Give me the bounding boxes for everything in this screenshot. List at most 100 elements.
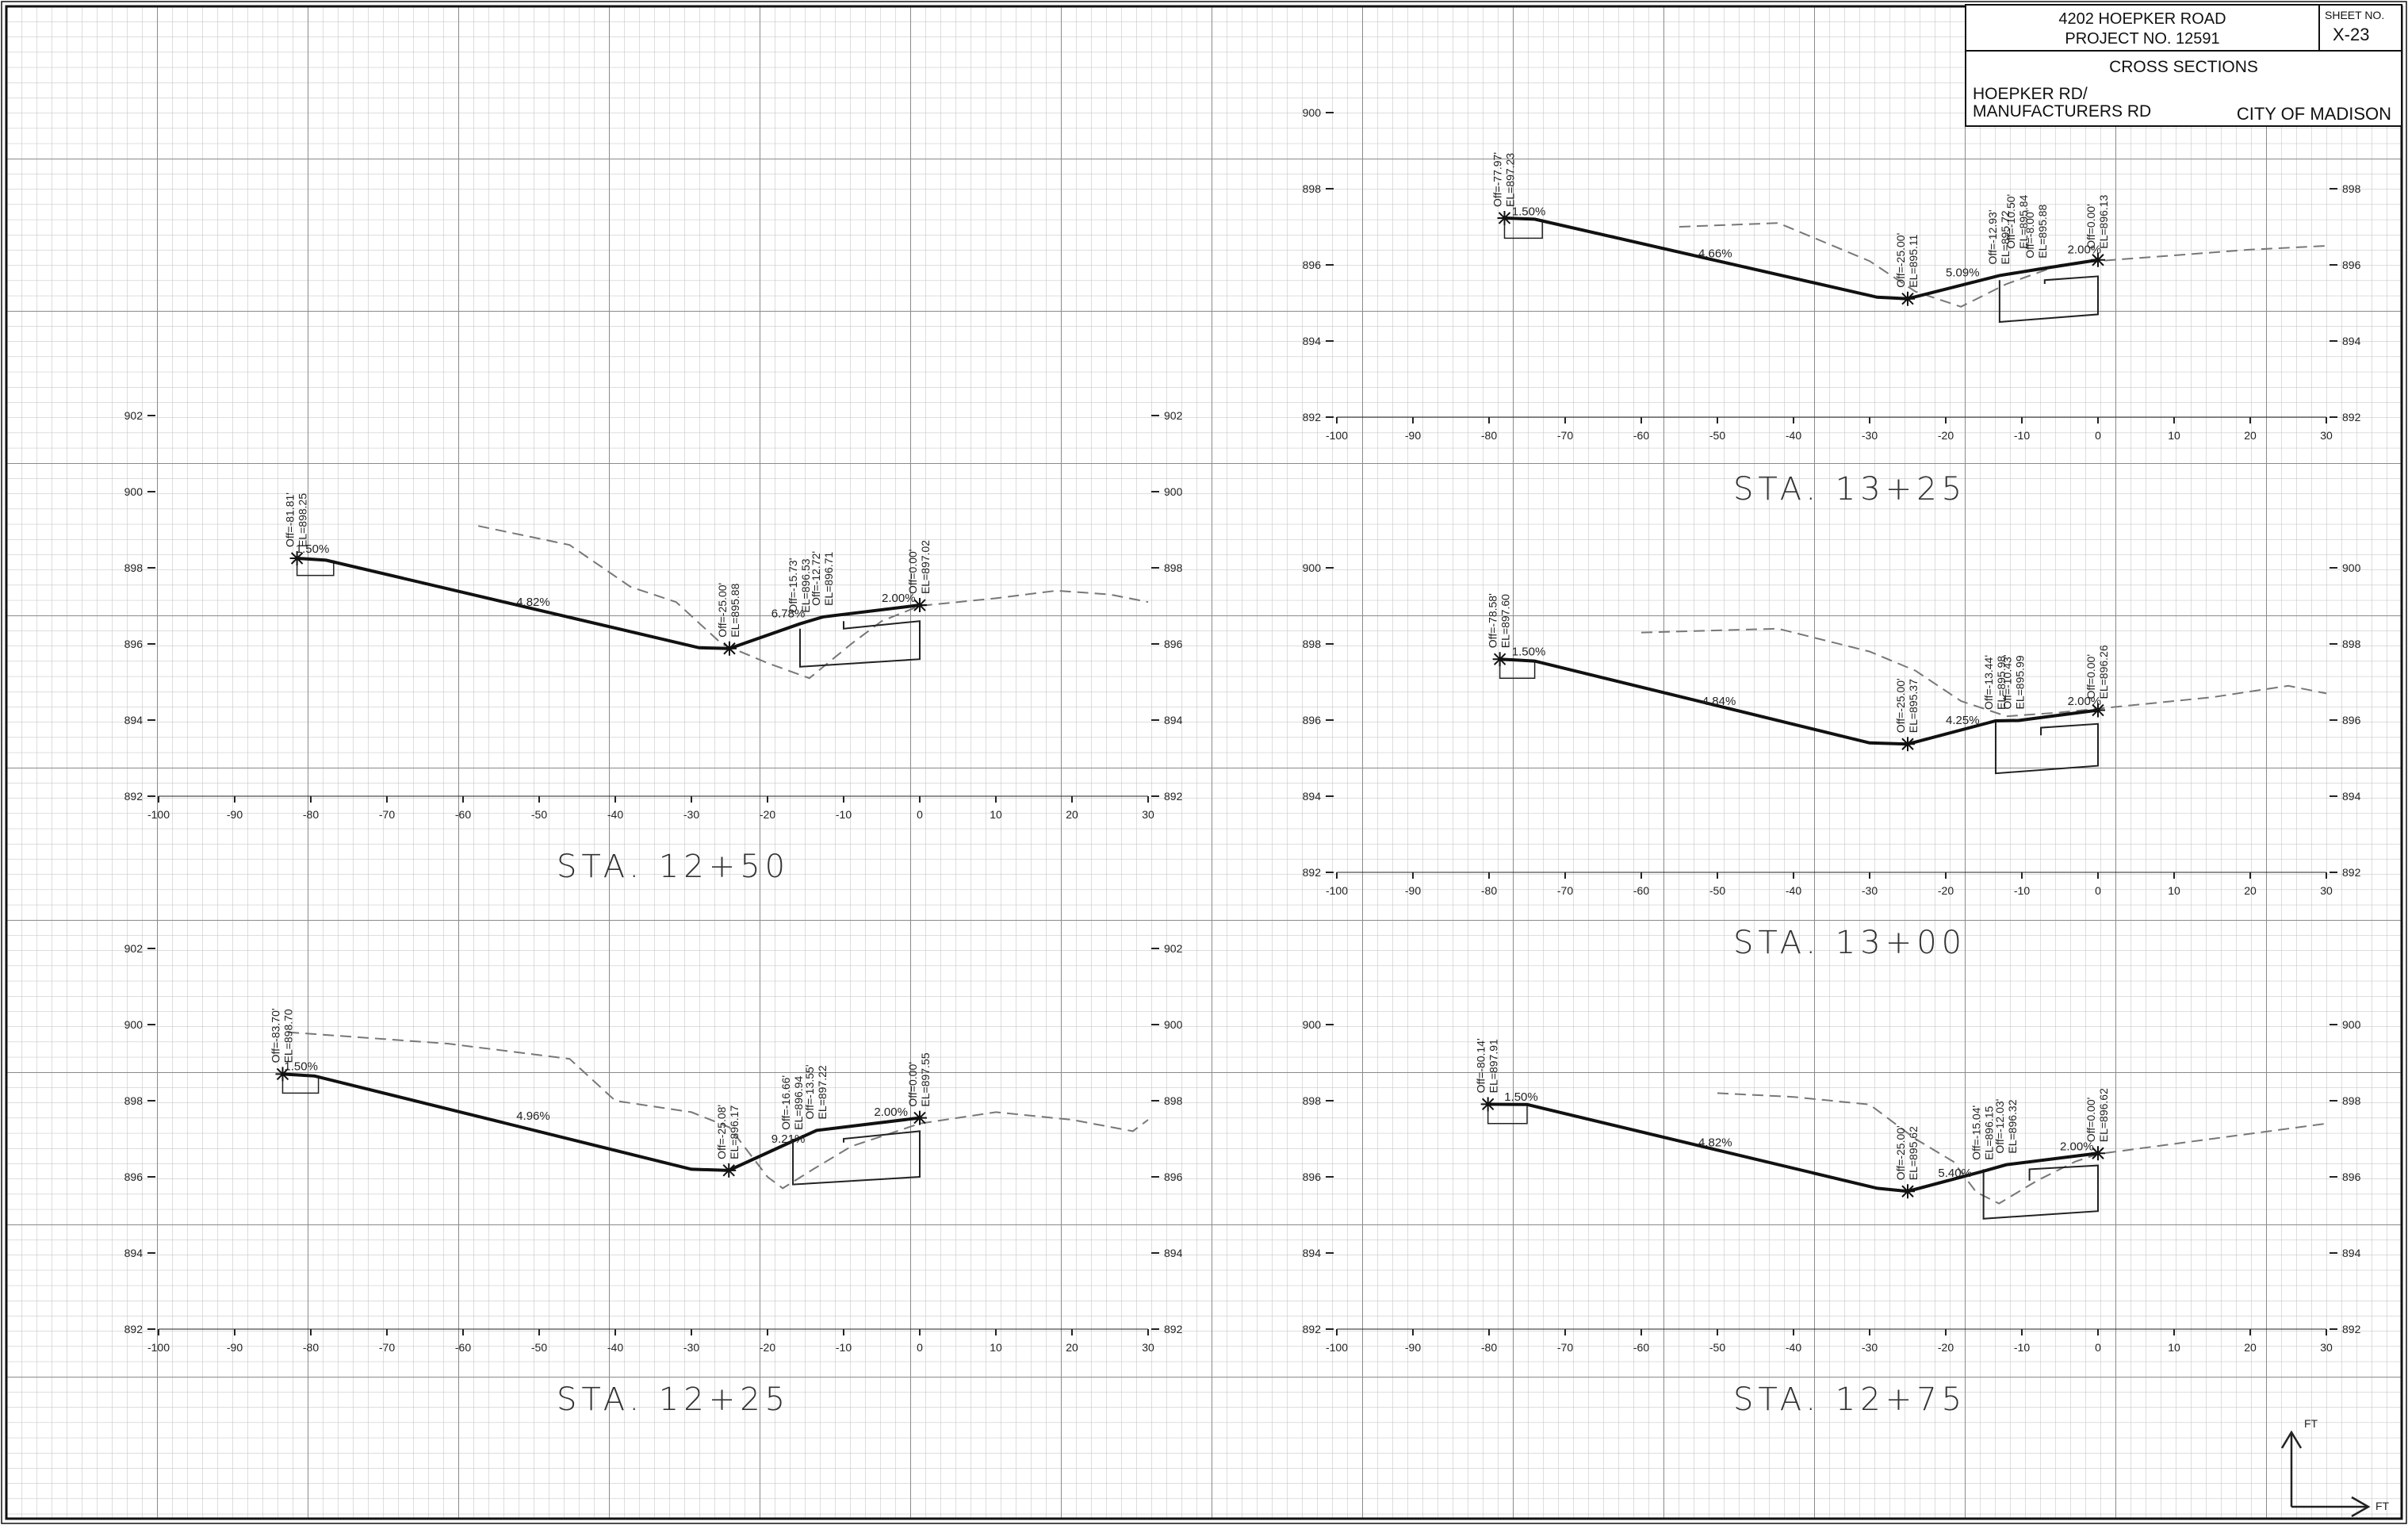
offset-label: -90 [1405, 1341, 1421, 1354]
pavement-section [1994, 720, 2099, 775]
control-point-marker [1497, 210, 1512, 225]
project-cell: 4202 HOEPKER ROAD PROJECT NO. 12591 [1966, 6, 2320, 52]
offset-label: -30 [1862, 1341, 1878, 1354]
offset-label: 10 [990, 1341, 1002, 1354]
offset-label: -90 [227, 1341, 243, 1354]
control-point-marker [2091, 703, 2105, 718]
elevation-label: 896 [2342, 1171, 2361, 1183]
offset-label: -30 [1862, 429, 1878, 442]
offset-label: 20 [1066, 1341, 1078, 1354]
slope-label: 5.09% [1946, 266, 1980, 279]
station-offset-callout: Off=-12.72' [810, 551, 822, 606]
offset-label: -80 [303, 808, 319, 821]
elevation-label: 894 [124, 1247, 144, 1259]
slope-label: 1.50% [1512, 645, 1546, 658]
offset-label: -10 [836, 1341, 852, 1354]
station-offset-callout: Off=0.00' [2085, 1098, 2097, 1143]
sheet-no-label: SHEET NO. [2325, 9, 2385, 21]
offset-label: -40 [1786, 884, 1801, 897]
title-block: 4202 HOEPKER ROAD PROJECT NO. 12591 SHEE… [1965, 4, 2402, 127]
offset-label: -40 [1786, 429, 1801, 442]
offset-label: -20 [760, 1341, 775, 1354]
offset-label: -20 [760, 808, 775, 821]
elevation-label: 894 [1303, 1247, 1322, 1259]
station-offset-callout: Off=-78.58' [1487, 593, 1499, 648]
station-label-13-25: STA. 13+25 [1733, 471, 1967, 508]
offset-label: -90 [227, 808, 243, 821]
offset-label: -100 [1326, 1341, 1348, 1354]
control-point-marker [913, 598, 927, 613]
station-offset-callout: Off=-10.50' [2004, 194, 2017, 249]
shoulder-section [296, 558, 335, 577]
control-point-marker [1492, 652, 1507, 667]
offset-label: -50 [1709, 1341, 1725, 1354]
slope-label: 6.78% [771, 607, 806, 620]
offset-label: -80 [1481, 1341, 1497, 1354]
offset-label: 0 [917, 1341, 923, 1354]
station-offset-callout: Off=-8.00' [2023, 210, 2036, 259]
offset-label: -40 [607, 808, 623, 821]
elevation-label: 894 [124, 714, 144, 726]
station-offset-callout: Off=-10.43' [2000, 655, 2013, 710]
station-offset-callout: EL=896.15 [1983, 1105, 1996, 1159]
elevation-label: 894 [2342, 335, 2361, 347]
offset-label: -70 [1557, 429, 1573, 442]
control-point-marker [1901, 737, 1915, 752]
control-point-marker [1901, 291, 1915, 306]
elevation-label: 900 [1303, 106, 1322, 119]
elevation-label: 896 [1303, 259, 1322, 271]
offset-label: -100 [147, 1341, 170, 1354]
slope-label: 5.40% [1938, 1167, 1972, 1180]
offset-label: -10 [2014, 884, 2030, 897]
elevation-label: 896 [124, 638, 144, 650]
sheet-no-cell: SHEET NO. X-23 [2320, 6, 2401, 52]
station-offset-callout: EL=896.26 [2097, 645, 2110, 699]
offset-label: -40 [1786, 1341, 1801, 1354]
elevation-label: 892 [1164, 1323, 1183, 1335]
offset-label: 20 [2244, 884, 2257, 897]
elevation-label: 896 [124, 1171, 144, 1183]
offset-label: 20 [2244, 1341, 2257, 1354]
cross-section-panel: 900900898898896896894894892892-100-90-80… [1303, 106, 2361, 442]
existing-ground-line [1717, 1092, 2327, 1205]
station-offset-callout: EL=897.23 [1503, 153, 1516, 207]
elevation-label: 892 [1303, 411, 1322, 423]
slope-label: 2.00% [2068, 695, 2102, 708]
elevation-label: 892 [1303, 866, 1322, 879]
slope-label: 2.00% [2060, 1140, 2094, 1153]
elevation-label: 896 [2342, 259, 2361, 271]
offset-label: 0 [2095, 884, 2101, 897]
elevation-label: 902 [1164, 409, 1183, 422]
offset-label: -90 [1405, 884, 1421, 897]
station-offset-callout: EL=896.62 [2097, 1088, 2110, 1142]
elevation-label: 898 [1303, 638, 1322, 650]
station-offset-callout: Off=-25.00' [1894, 678, 1907, 733]
elevation-label: 892 [124, 1323, 144, 1335]
pavement-section [1982, 1164, 2099, 1220]
offset-label: -90 [1405, 429, 1421, 442]
station-offset-callout: Off=-13.55' [803, 1064, 816, 1119]
existing-ground-line [1640, 627, 2327, 718]
elevation-label: 898 [2342, 1094, 2361, 1107]
offset-label: 10 [990, 808, 1002, 821]
elevation-label: 898 [1303, 1094, 1322, 1107]
station-offset-callout: EL=897.02 [919, 540, 932, 594]
station-offset-callout: Off=0.00' [906, 1062, 919, 1107]
slope-label: 9.21% [771, 1132, 806, 1146]
elevation-label: 894 [1164, 714, 1183, 726]
offset-label: -20 [1938, 429, 1954, 442]
station-offset-callout: EL=895.37 [1907, 679, 1920, 733]
elevation-label: 896 [1164, 1171, 1183, 1183]
station-label-12-25: STA. 12+25 [557, 1381, 791, 1418]
elevation-label: 900 [2342, 1018, 2361, 1031]
elevation-label: 898 [2342, 638, 2361, 650]
control-point-marker [722, 641, 737, 656]
offset-label: 0 [2095, 429, 2101, 442]
station-offset-callout: EL=896.94 [792, 1076, 805, 1130]
elevation-label: 900 [1303, 561, 1322, 574]
elevation-label: 900 [124, 1018, 144, 1031]
station-offset-callout: EL=895.72 [1999, 210, 2012, 264]
